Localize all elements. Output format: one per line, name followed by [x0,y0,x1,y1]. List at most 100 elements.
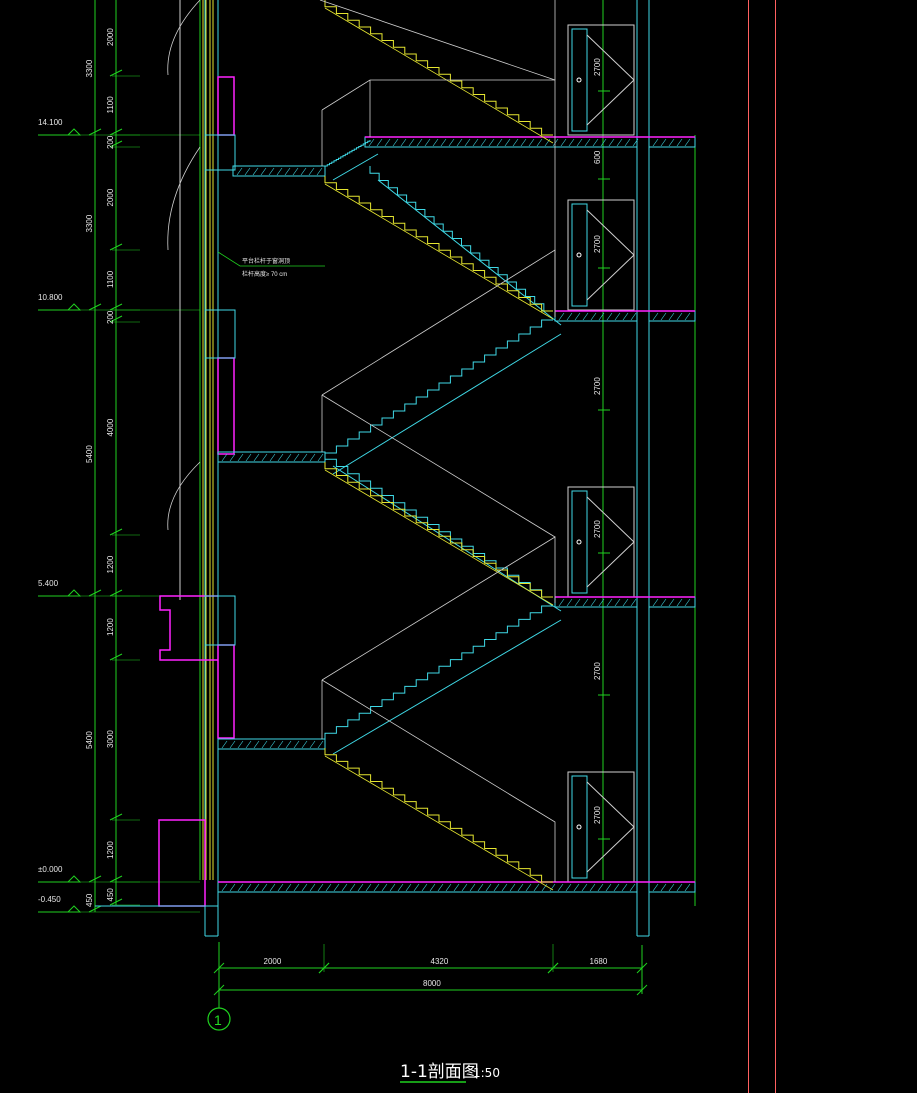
door-swing [586,781,635,873]
slab-hatch [453,883,460,892]
slab-hatch [590,598,597,607]
slab-hatch [557,883,564,892]
dim-label-bottom: 4320 [431,957,449,966]
stair-flight-cut [325,140,371,167]
slab-hatch [574,312,581,321]
stair-handrail-outline [321,536,556,681]
stair-flight-view [324,176,553,312]
dim-tick [636,962,648,974]
slab-hatch [584,138,591,147]
dim-label-right: 2700 [593,662,602,680]
slab-hatch [528,138,535,147]
slab-hatch [373,883,380,892]
slab-hatch [614,598,621,607]
slab-hatch [261,883,268,892]
slab-hatch [568,138,575,147]
dim-label-right: 2700 [593,58,602,76]
slab-hatch [408,138,415,147]
wall-section-magenta [217,357,235,455]
dim-tick [109,140,123,148]
dim-label-total: 8000 [423,979,441,988]
level-label: 14.100 [38,118,63,127]
slab-hatch [630,598,637,607]
slab-hatch [277,883,284,892]
slab-hatch [621,883,628,892]
slab-hatch [493,883,500,892]
dim-tick [88,905,102,913]
stair-flight-cut [324,319,553,460]
slab-hatch [566,598,573,607]
stair-handrail-outline [321,679,556,882]
dim-tick [109,898,123,906]
slab-hatch [384,138,391,147]
dim-tick [109,875,123,883]
dim-label-inner: 2000 [106,28,115,46]
stair-flight-view [324,462,553,598]
door-leaf [571,775,588,879]
slab-hatch [660,138,667,147]
slab-hatch [253,740,260,749]
slab-hatch [582,598,589,607]
level-label: -0.450 [38,895,61,904]
slab-hatch [622,312,629,321]
slab-hatch [598,312,605,321]
dim-tick [109,243,123,251]
slab-hatch [613,883,620,892]
slab-hatch [582,312,589,321]
slab-hatch [229,740,236,749]
slab-hatch [237,740,244,749]
slab-hatch [317,740,324,749]
slab-hatch [325,883,332,892]
door-frame [567,771,635,883]
slab-hatch [365,883,372,892]
dim-tick [109,69,123,77]
dim-label-inner: 450 [106,888,115,902]
dim-label-inner: 200 [106,310,115,324]
slab-hatch [573,883,580,892]
level-marker-triangle [67,303,82,311]
dim-label-outer: 5400 [85,445,94,463]
door-leaf [571,490,588,594]
slab-hatch [509,883,516,892]
slab-hatch [614,312,621,321]
slab-hatch [608,138,615,147]
slab-hatch [560,138,567,147]
slab-hatch [485,883,492,892]
level-marker-triangle [67,905,82,913]
slab-hatch [576,138,583,147]
slab-hatch [660,883,667,892]
slab-hatch [598,598,605,607]
slab-hatch [501,883,508,892]
stair-flight-underside [332,333,562,475]
stair-handrail-outline [321,79,556,317]
slab-hatch [269,453,276,462]
stair-flight-view [324,748,553,883]
drawing-scale: 1:50 [473,1066,500,1080]
slab-hatch [629,883,636,892]
slab-hatch [237,453,244,462]
stair-handrail-outline [321,249,556,396]
slab-hatch [245,883,252,892]
slab-hatch [300,167,307,176]
slab-hatch [472,138,479,147]
slab-hatch [684,883,691,892]
axis-bubble-label: 1 [214,1012,222,1028]
slab-hatch [684,312,691,321]
slab-hatch [488,138,495,147]
dim-tick [109,315,123,323]
slab-hatch [558,598,565,607]
dim-label-right: 2700 [593,377,602,395]
dim-label-right: 2700 [593,235,602,253]
slab-hatch [566,312,573,321]
slab-hatch [285,453,292,462]
dim-tick [109,813,123,821]
dim-tick [88,128,102,136]
slab-hatch [397,883,404,892]
door-frame [567,24,635,136]
dim-label-inner: 3000 [106,730,115,748]
slab-hatch [285,740,292,749]
slab-hatch [589,883,596,892]
slab-hatch [536,138,543,147]
dim-tick [109,589,123,597]
